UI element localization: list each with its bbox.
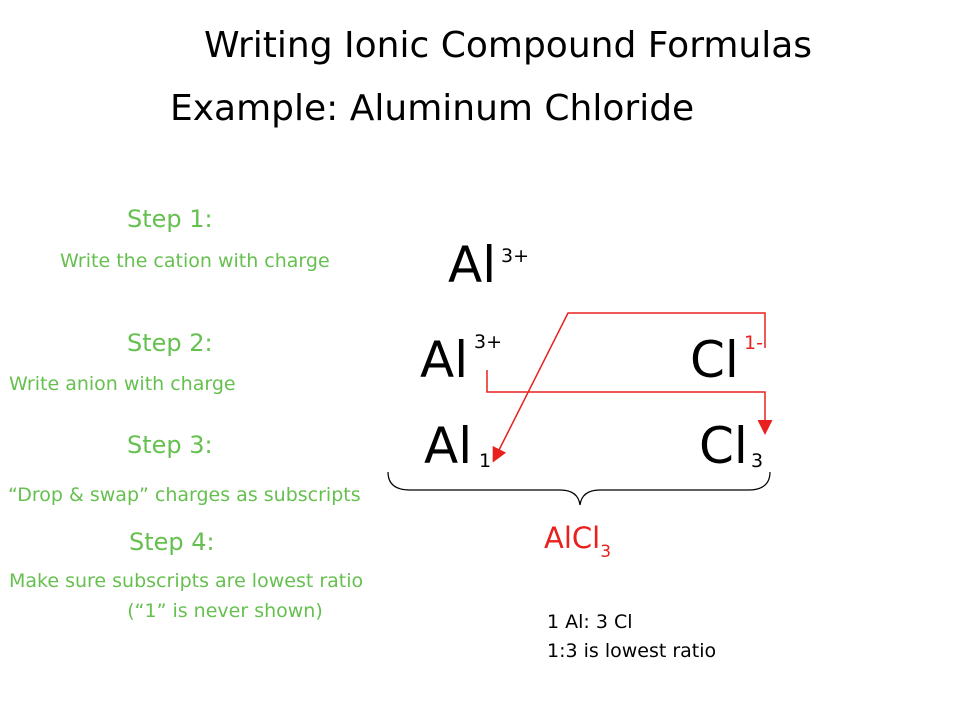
final-formula-base: AlCl [544,521,601,555]
ratio-line-2: 1:3 is lowest ratio [547,640,717,662]
row3-anion-subscript: 3 [751,450,764,472]
step-4-description-line-2: (“1” is never shown) [127,600,323,622]
row2-anion-symbol: Cl [690,331,739,389]
step-4-label: Step 4: [129,528,215,556]
final-formula: AlCl3 [544,521,611,561]
step-1-label: Step 1: [127,205,213,233]
step-4-description-line-1: Make sure subscripts are lowest ratio [9,570,364,592]
row2-cation-charge: 3+ [474,331,503,353]
final-formula-subscript: 3 [600,542,612,562]
row2-cation-symbol: Al [420,331,469,389]
step-2-description: Write anion with charge [9,373,236,395]
row3-cation-subscript: 1 [479,450,492,472]
row3-cation-symbol: Al [424,417,473,475]
step-2-label: Step 2: [127,329,213,357]
grouping-brace [387,471,771,506]
step-3-description: “Drop & swap” charges as subscripts [8,484,361,506]
step-1-description: Write the cation with charge [60,250,330,272]
row3-anion-symbol: Cl [699,417,748,475]
row2-anion-charge: 1- [744,332,763,354]
step-3-label: Step 3: [127,431,213,459]
page-title: Writing Ionic Compound Formulas [204,25,813,66]
row1-cation-symbol: Al [448,236,497,294]
page-subtitle: Example: Aluminum Chloride [170,88,695,129]
row1-cation-charge: 3+ [501,245,530,267]
ratio-line-1: 1 Al: 3 Cl [547,611,633,633]
